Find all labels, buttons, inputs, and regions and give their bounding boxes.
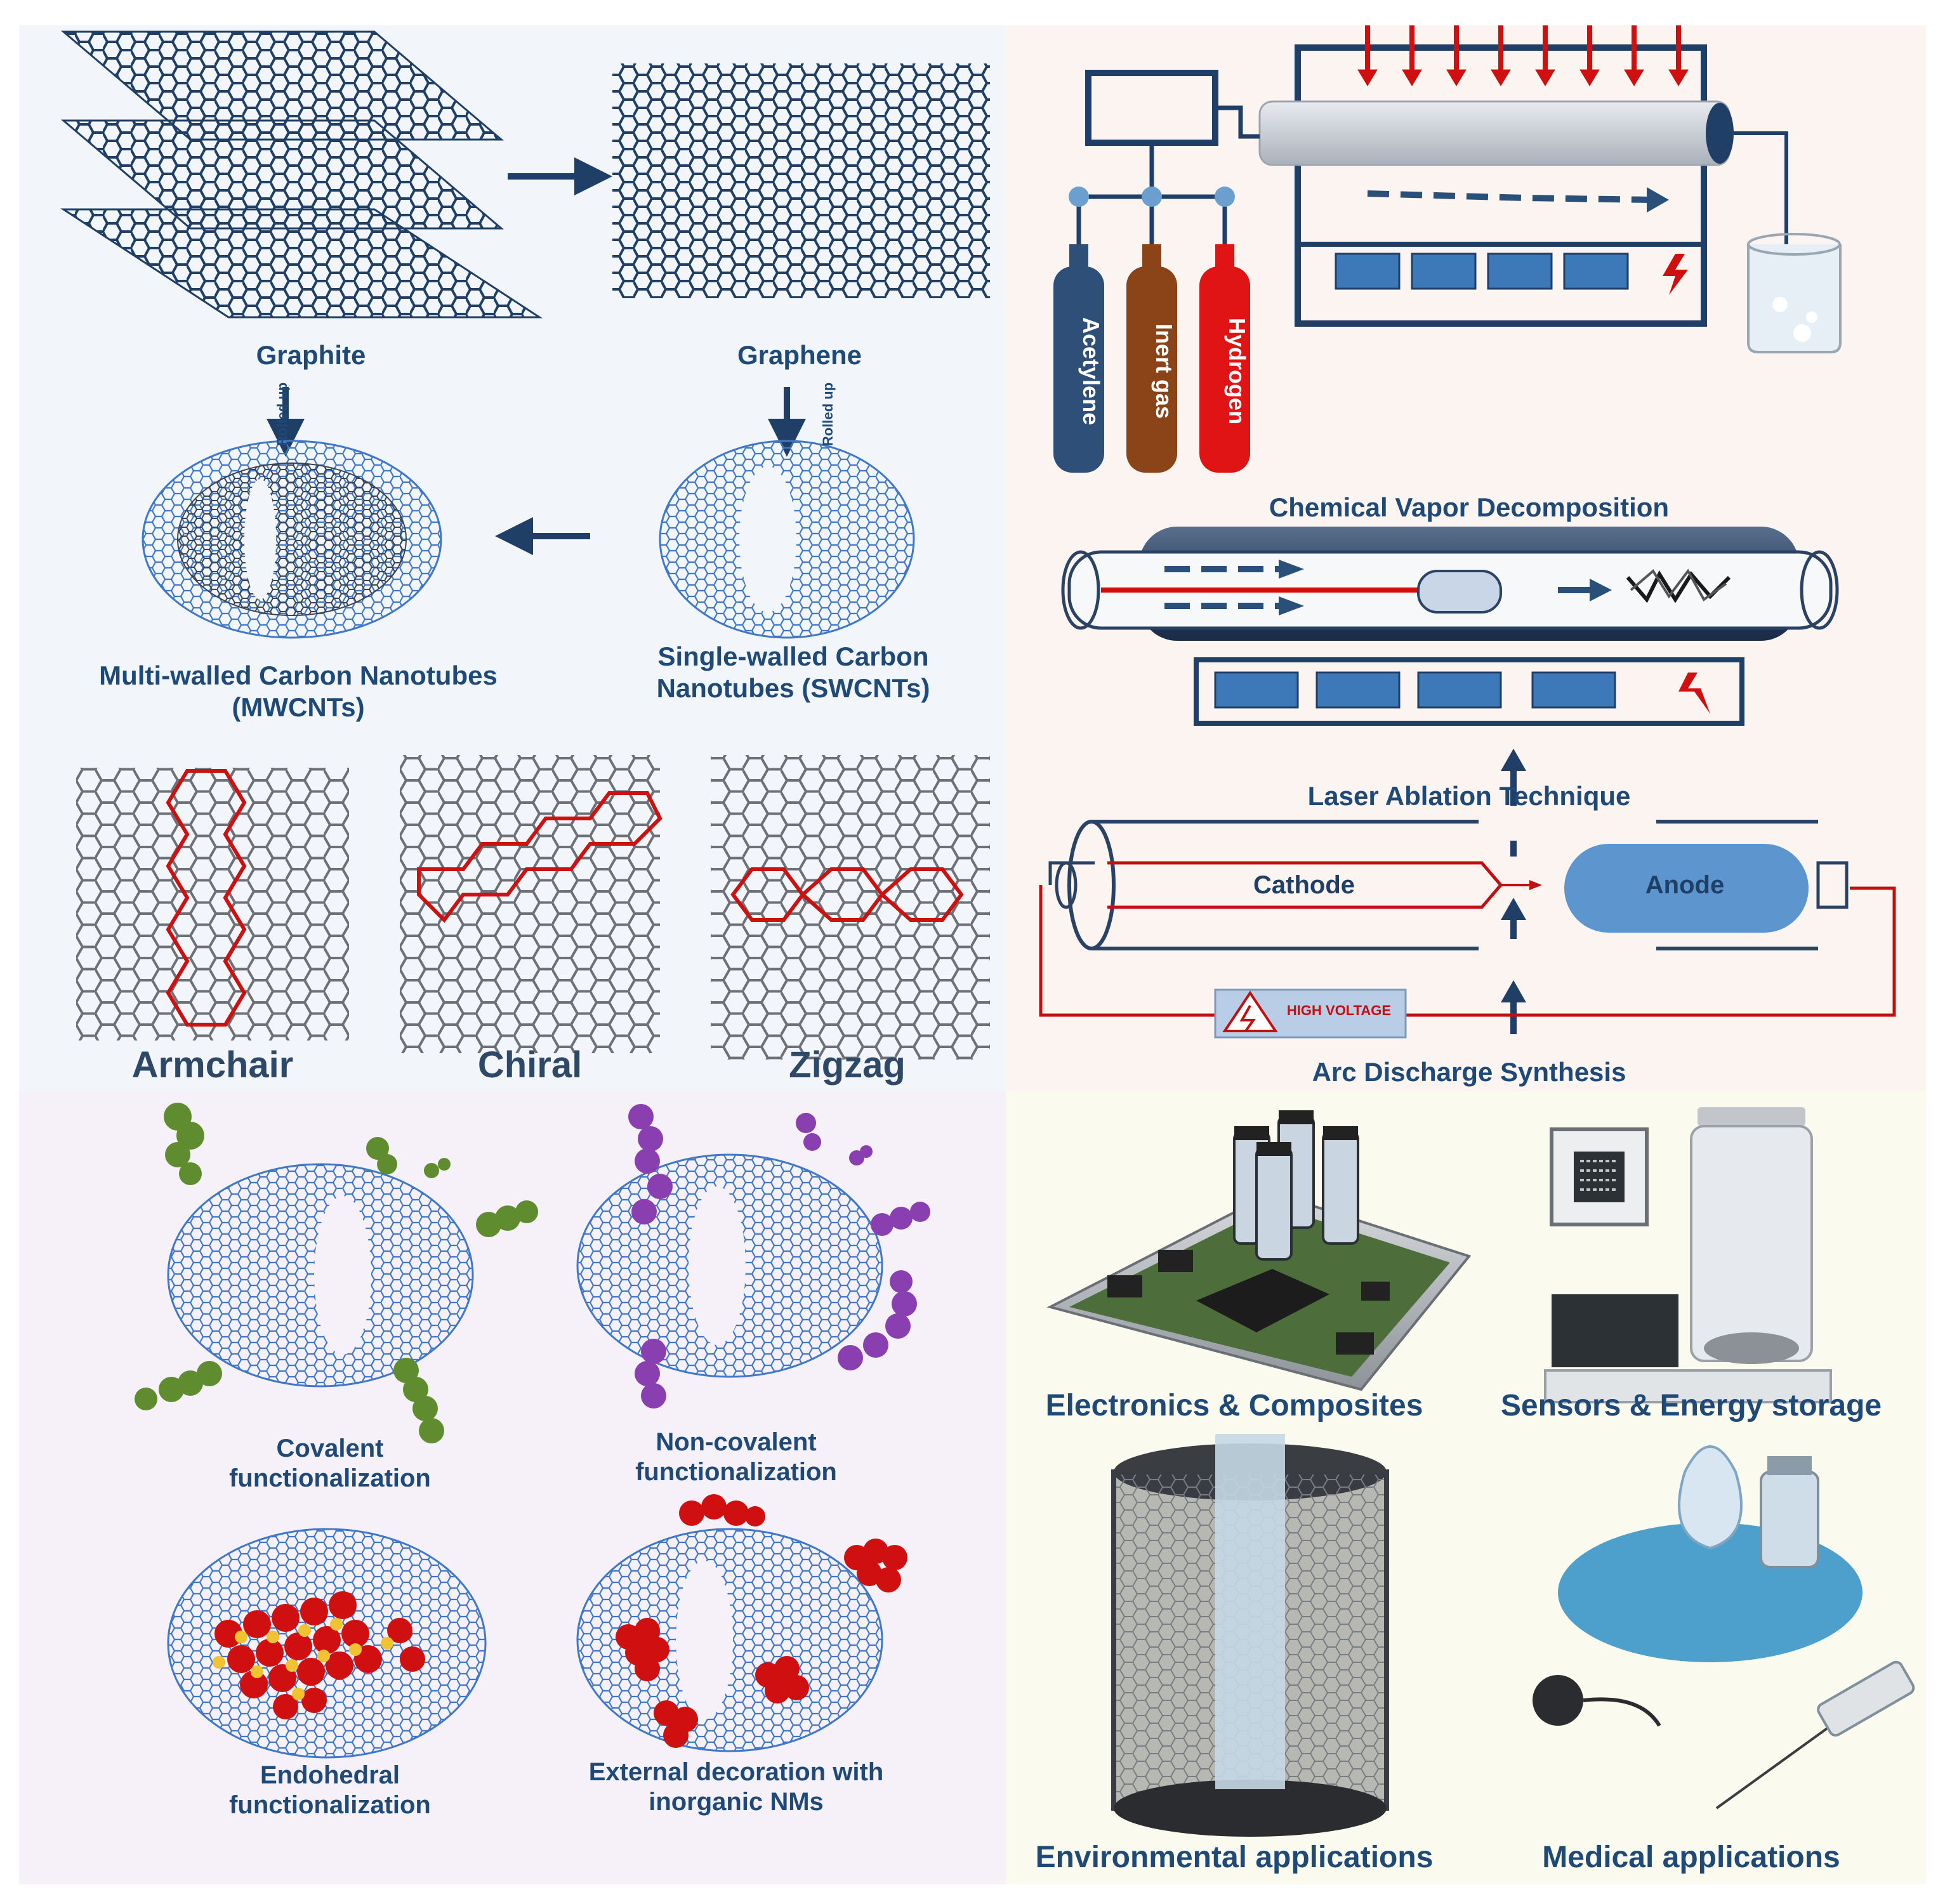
swcnt-tube [659,440,915,639]
electronics-label: Electronics & Composites [1045,1389,1423,1422]
collection-beaker [1734,131,1842,353]
armchair-label: Armchair [131,1044,294,1086]
laser-ablation-apparatus [1061,527,1839,726]
synthesis-panel: Acetylene Inert gas Hydrogen Chemical Va… [1006,25,1926,1091]
synthesis-illustration [1039,25,1896,1039]
anode-label: Anode [1645,871,1725,899]
sensors-label: Sensors & Energy storage [1500,1389,1882,1422]
graphite-layers [60,30,543,318]
cvd-furnace [1258,44,1734,327]
gas-label-inert: Inert gas [1151,323,1177,419]
armchair-lattice [76,768,349,1041]
chiral-lattice [400,755,663,1053]
structures-illustration [60,30,990,1060]
arc-title: Arc Discharge Synthesis [1312,1057,1626,1087]
functionalization-panel: Covalent functionalization Non-covalent … [19,1091,1006,1884]
external-decoration-tube [576,1494,907,1752]
environmental-filter-image [1111,1434,1389,1837]
gas-manifold [1069,70,1260,244]
chiral-label: Chiral [477,1044,583,1086]
zigzag-label: Zigzag [789,1044,906,1086]
gas-cylinders [1053,244,1250,473]
medical-label: Medical applications [1542,1841,1840,1874]
graphene-sheet [612,63,990,298]
zigzag-lattice [711,755,990,1060]
gas-label-hydrogen: Hydrogen [1224,317,1250,424]
electronics-board-image [1046,1110,1472,1391]
non-covalent-tube [576,1104,930,1408]
environmental-label: Environmental applications [1035,1841,1434,1874]
applications-panel: Electronics & Composites Sensors & Energ… [1006,1091,1926,1884]
endohedral-label: Endohedral functionalization [229,1761,431,1820]
mwcnt-label: Multi-walled Carbon Nanotubes (MWCNTs) [99,660,498,722]
structures-panel: Graphite Graphene Rolled up Rolled up Mu… [19,25,1006,1091]
laser-title: Laser Ablation Technique [1307,781,1631,811]
swcnt-label: Single-walled Carbon Nanotubes (SWCNTs) [656,641,930,703]
cathode-label: Cathode [1253,871,1355,899]
arc-discharge-apparatus [1039,749,1896,1039]
rolled-up-label-right: Rolled up [820,382,836,447]
sensor-energy-device-image [1544,1107,1832,1403]
graphite-label: Graphite [256,340,366,370]
rolled-up-label-left: Rolled up [274,382,291,447]
heat-arrows [1357,25,1689,86]
medical-applications-image [1533,1445,1915,1809]
non-covalent-label: Non-covalent functionalization [635,1428,837,1487]
high-voltage-label: HIGH VOLTAGE [1286,1002,1392,1018]
gas-label-acetylene: Acetylene [1078,317,1104,426]
cvd-title: Chemical Vapor Decomposition [1269,492,1670,522]
covalent-label: Covalent functionalization [229,1435,431,1493]
covalent-tube [135,1103,538,1443]
external-decoration-label: External decoration with inorganic NMs [588,1758,884,1816]
graphene-label: Graphene [737,340,862,370]
applications-illustration [1046,1107,1915,1837]
mwcnt-tube [142,440,442,639]
functionalization-illustration [135,1103,930,1759]
endohedral-tube [167,1528,487,1759]
